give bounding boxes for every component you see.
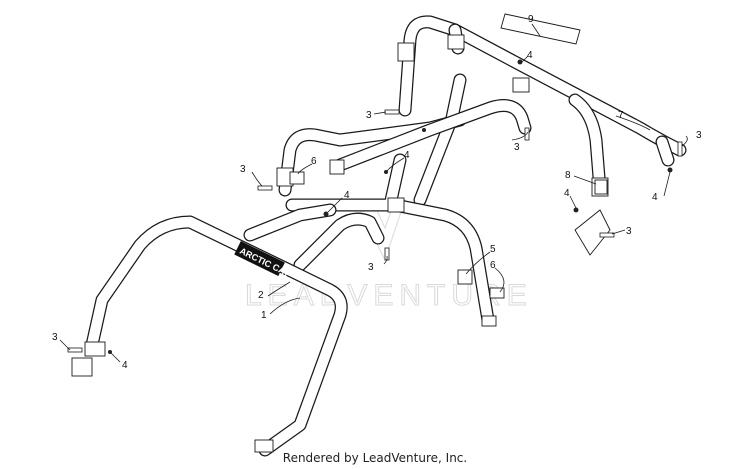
callout-4-a: 4 [527,50,533,61]
callout-4-e: 4 [564,188,570,199]
nut-4-b [422,128,426,132]
front-roll-bar [85,215,348,457]
callout-7: 7 [618,110,624,121]
bolt-3-b [257,185,273,191]
callout-3-g: 3 [368,262,374,273]
callout-3-f: 3 [52,332,58,343]
callout-9: 9 [528,14,534,25]
bolt-3-e [67,347,83,353]
callout-4-c: 4 [344,190,350,201]
callout-4-d: 4 [122,360,128,371]
foot-right [481,315,497,327]
spacer-8 [594,179,608,195]
callout-3-c: 3 [514,142,520,153]
callout-numbers: 1 2 3 3 3 3 3 3 3 4 4 4 4 4 4 5 6 6 7 8 … [52,14,702,371]
callout-4-f: 4 [652,192,658,203]
nut-4-g [667,167,673,173]
bolt-3-c [677,141,683,157]
footer-credit: Rendered by LeadVenture, Inc. [282,451,468,465]
callout-8: 8 [565,170,571,181]
callout-3-a: 3 [366,110,372,121]
callout-3-d: 3 [696,130,702,141]
callout-3-b: 3 [240,164,246,175]
clamps [71,34,611,453]
bolt-3-d [599,232,615,238]
clamp-middle-center [387,197,405,213]
callout-3-e: 3 [626,226,632,237]
foot-front-left [71,357,93,377]
clamp-rear-mid [512,77,530,93]
callout-6-b: 6 [490,260,496,271]
callout-6-a: 6 [311,156,317,167]
clamp-middle-left [329,159,345,175]
callout-4-b: 4 [404,150,410,161]
foot-rear-right [574,209,611,256]
clamp-front-left [84,341,106,357]
callout-5: 5 [490,244,496,255]
rear-roll-bar [398,15,687,197]
bolt-3-a [384,109,400,115]
foot-front-right [254,439,274,453]
label-9 [500,13,581,45]
clamp-rear-left [397,42,415,62]
nut-4-d [323,211,329,217]
clamp-right-lower [457,269,473,285]
leader-lines [59,23,688,363]
callout-1: 1 [261,310,267,321]
bracket-6-right [489,287,505,299]
callout-2: 2 [258,290,264,301]
nut-4-a [517,59,523,65]
nut-4-f [573,207,579,213]
bracket-6-left [289,171,305,185]
clamp-rear-top [447,34,465,50]
